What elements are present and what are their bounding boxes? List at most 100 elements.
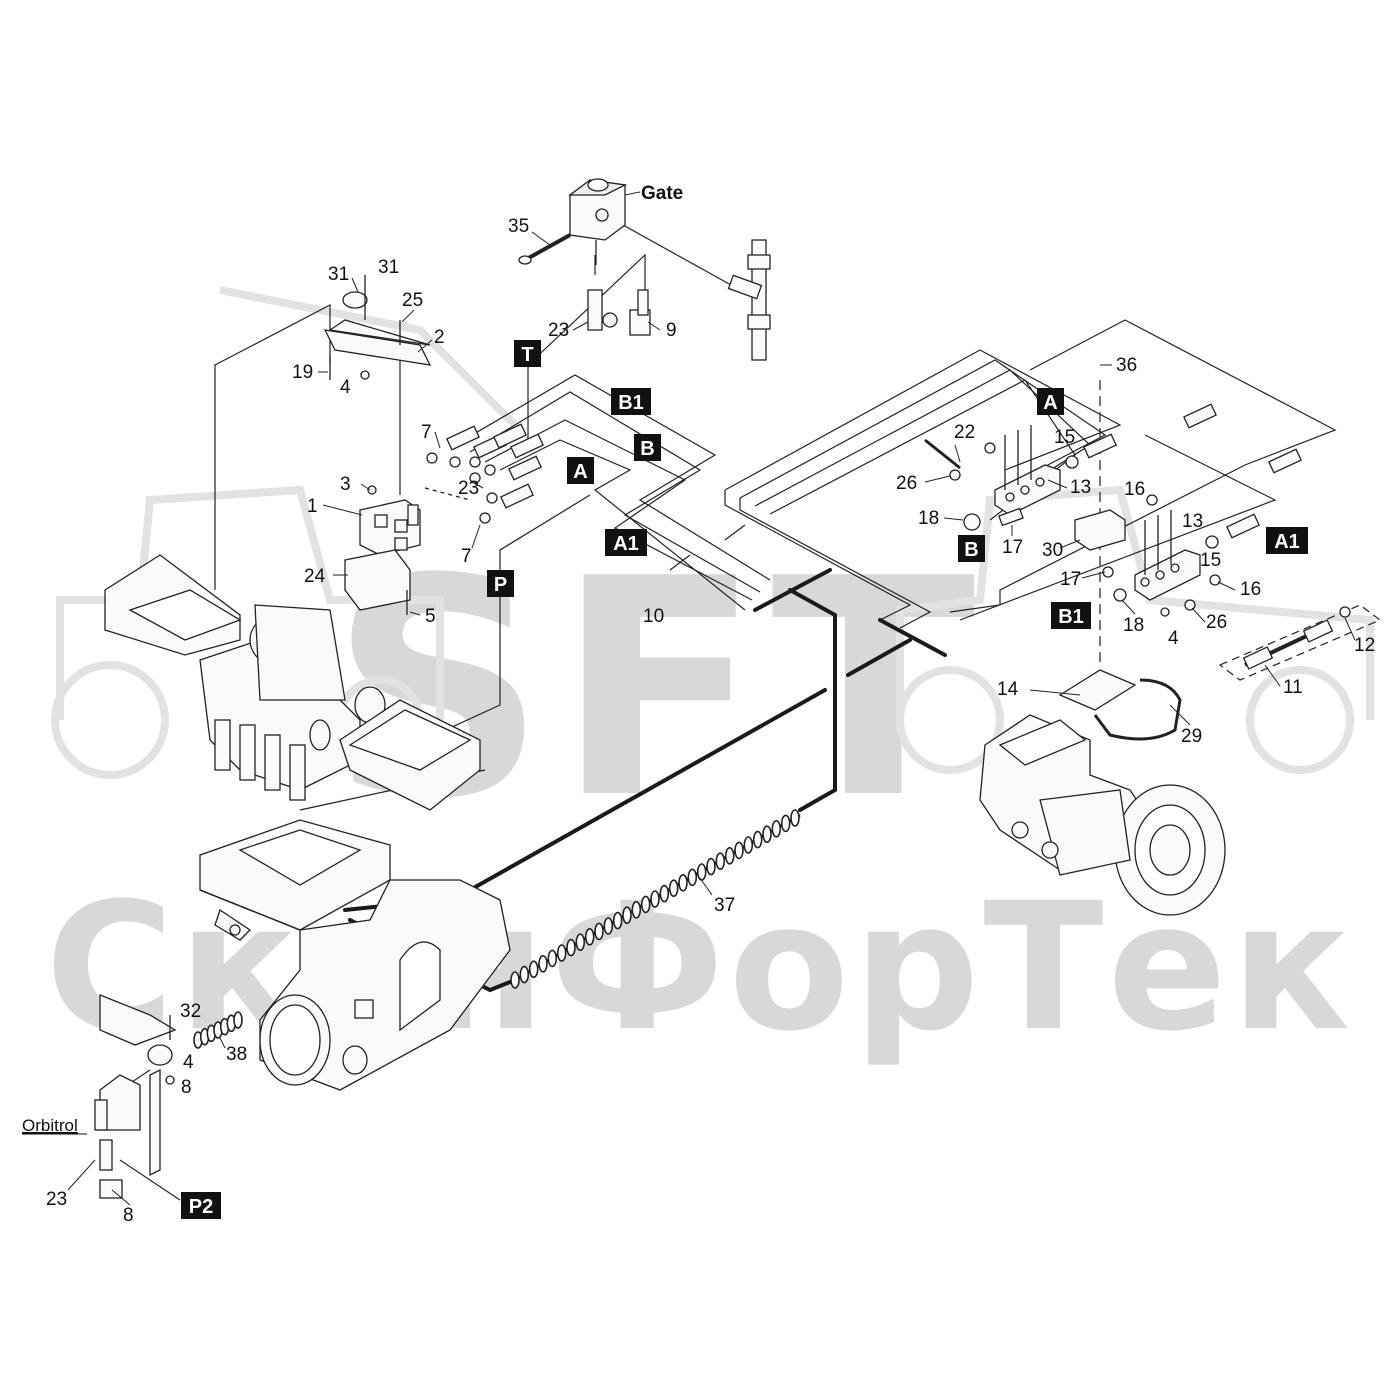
coil-ring <box>771 819 782 838</box>
coil-ring <box>519 965 530 984</box>
port-tag-B-right: B <box>958 535 985 562</box>
coil-ring <box>510 971 520 989</box>
svg-text:P: P <box>494 574 507 596</box>
callout-2: 2 <box>434 327 445 348</box>
callout-17-top: 17 <box>1002 537 1023 558</box>
callout-leaders <box>67 191 1356 1206</box>
port-tag-B1-top: B1 <box>611 388 651 415</box>
coil-ring <box>584 927 595 946</box>
coil-ring <box>612 911 623 930</box>
coil-ring <box>622 906 632 925</box>
coil-ring <box>790 809 800 827</box>
callout-4-top: 4 <box>340 377 351 398</box>
coil-ring <box>556 944 567 962</box>
coil-ring <box>233 1011 243 1029</box>
coil-rings-36 <box>510 809 800 989</box>
svg-text:T: T <box>521 344 533 366</box>
coil-ring <box>547 949 558 968</box>
callout-26-bottom: 26 <box>1206 612 1227 633</box>
port-tag-A1-right: A1 <box>1266 527 1308 554</box>
callout-23-top: 23 <box>548 320 569 341</box>
bracket-2 <box>323 275 432 380</box>
callout-5: 5 <box>425 606 436 627</box>
callout-17-bottom: 17 <box>1060 569 1081 590</box>
coil-ring <box>566 938 576 957</box>
coil-ring <box>603 917 614 935</box>
svg-text:A1: A1 <box>613 533 639 555</box>
rear-axle-hub <box>979 714 1226 916</box>
callout-8: 8 <box>123 1205 134 1226</box>
callout-4-bottom: 8 <box>181 1077 192 1098</box>
gate-label: Gate <box>641 183 683 204</box>
callout-32: 35 <box>508 216 529 237</box>
coil-ring <box>575 933 586 952</box>
port-tag-A-top: A <box>567 457 594 484</box>
orbitrol-label: Orbitrol <box>22 1116 78 1135</box>
port-tag-A1-top: A1 <box>605 529 647 556</box>
coil-ring <box>780 814 791 833</box>
svg-text:A: A <box>1043 392 1057 414</box>
valve-bank-13-upper <box>924 403 1302 531</box>
port-tag-B-top: B <box>634 434 661 461</box>
coil-ring <box>696 863 707 881</box>
coil-ring <box>734 841 744 860</box>
callout-7-bottom: 7 <box>461 546 472 567</box>
svg-text:A: A <box>573 461 587 483</box>
coil-ring <box>594 922 604 941</box>
callout-31-bottom: 32 <box>180 1001 201 1022</box>
callout-16-top: 16 <box>1124 479 1145 500</box>
coil-ring <box>762 825 772 844</box>
gate-valve <box>518 178 628 265</box>
coil-ring <box>668 879 679 898</box>
orbitrol-bracket <box>94 994 177 1199</box>
callout-26-top: 26 <box>896 473 917 494</box>
coil-ring <box>715 852 726 871</box>
callout-10: 10 <box>643 606 664 627</box>
callout-15-bottom: 15 <box>1200 550 1221 571</box>
callout-38: 4 <box>183 1052 194 1073</box>
svg-text:A1: A1 <box>1274 531 1300 553</box>
coil-ring <box>687 868 698 887</box>
right-front-box <box>339 699 481 811</box>
hose-routing-lines <box>119 214 1382 1201</box>
callout-11: 11 <box>1283 677 1303 698</box>
callout-28: 29 <box>1181 726 1202 747</box>
callout-35: 36 <box>1116 355 1137 376</box>
callout-9: 9 <box>666 320 677 341</box>
callout-22: 23 <box>458 478 479 499</box>
port-tag-P2: P2 <box>181 1192 221 1219</box>
hose-11-fitting-12 <box>1242 606 1351 670</box>
plate-14-hose-28 <box>1058 669 1182 741</box>
callout-13-bottom: 13 <box>1182 511 1203 532</box>
hose-fittings-7-22 <box>424 423 544 524</box>
coil-ring <box>724 846 735 865</box>
coil-ring <box>650 890 660 908</box>
coil-ring <box>752 830 763 849</box>
callout-19: 19 <box>292 362 313 383</box>
callout-23-bottom: 23 <box>46 1189 67 1210</box>
coil-ring <box>743 836 754 854</box>
coil-ring <box>631 900 642 919</box>
callout-37: 38 <box>226 1044 247 1065</box>
coil-ring <box>528 960 539 979</box>
callout-20: 22 <box>954 422 975 443</box>
callout-16-bottom: 16 <box>1240 579 1261 600</box>
callout-18-top: 18 <box>918 508 939 529</box>
coil-ring <box>706 857 716 876</box>
port-tag-T: T <box>514 340 541 367</box>
callout-12: 12 <box>1354 635 1375 656</box>
callout-30: 31 <box>328 264 349 285</box>
svg-text:B: B <box>964 539 978 561</box>
callout-18-bottom: 18 <box>1123 615 1144 636</box>
callout-15-top: 15 <box>1054 427 1075 448</box>
callout-numbers: 35 31 31 25 2 19 4 23 9 7 3 23 1 7 24 5 … <box>46 216 1375 1226</box>
port-tag-P: P <box>487 570 514 597</box>
port-tags: T B1 B A A1 P <box>181 340 1308 1219</box>
port-tag-B1-right: B1 <box>1051 602 1091 629</box>
coil-ring <box>538 954 548 973</box>
callout-7-top: 7 <box>421 422 432 443</box>
port-tag-A-right: A <box>1037 388 1064 415</box>
svg-text:P2: P2 <box>189 1196 213 1218</box>
